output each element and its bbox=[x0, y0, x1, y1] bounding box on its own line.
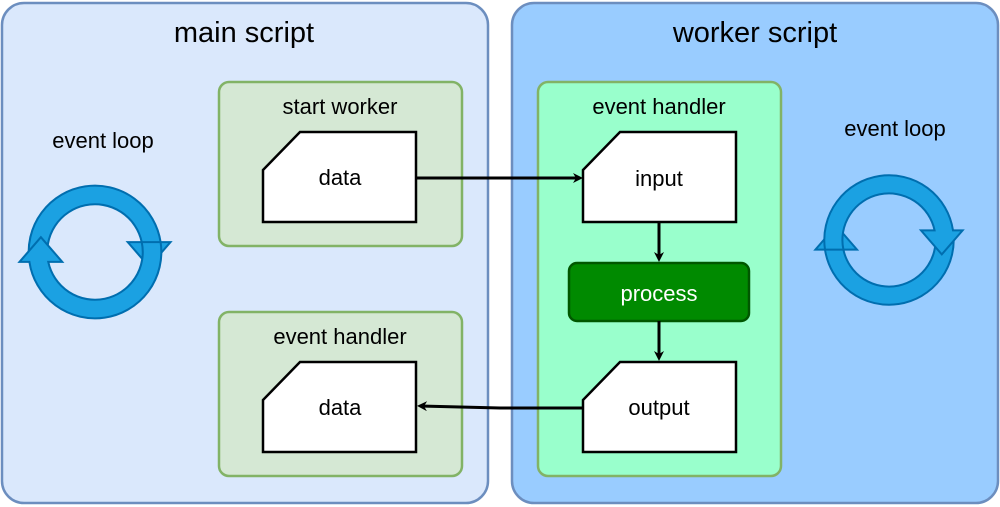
main-event-handler-group: event handler data bbox=[217, 310, 464, 478]
process-label: process bbox=[620, 281, 697, 306]
arrow-output-to-data bbox=[417, 401, 583, 412]
arrows bbox=[416, 173, 664, 412]
main-event-handler-data-label: data bbox=[319, 395, 363, 420]
start-worker-data-label: data bbox=[319, 165, 363, 190]
output-card bbox=[581, 360, 738, 454]
worker-event-handler-title: event handler bbox=[592, 94, 725, 119]
worker-event-handler-group: event handler input process output bbox=[536, 80, 783, 478]
main-event-handler-title: event handler bbox=[273, 324, 406, 349]
main-event-loop-label: event loop bbox=[52, 128, 154, 153]
start-worker-data-card bbox=[261, 130, 418, 224]
main-panel-title: main script bbox=[174, 17, 314, 49]
start-worker-title: start worker bbox=[283, 94, 398, 119]
input-label: input bbox=[635, 166, 683, 191]
worker-event-loop-label: event loop bbox=[844, 116, 946, 141]
worker-panel-title: worker script bbox=[672, 17, 837, 49]
output-label: output bbox=[628, 395, 689, 420]
start-worker-group: start worker data bbox=[217, 80, 464, 248]
main-event-handler-data-card bbox=[261, 360, 418, 454]
